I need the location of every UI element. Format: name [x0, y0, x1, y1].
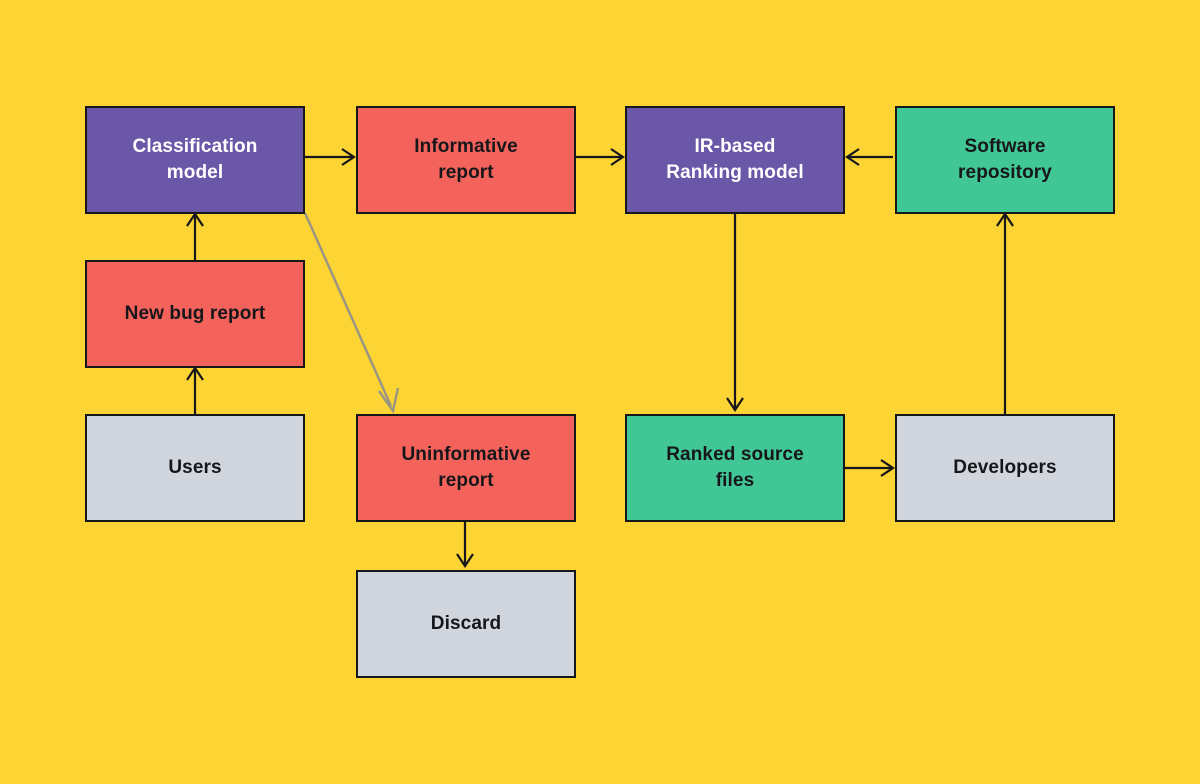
node-software-repository[interactable]: Software repository — [895, 106, 1115, 214]
edge-ir-ranking-model-to-ranked-source-files — [726, 214, 744, 412]
node-developers[interactable]: Developers — [895, 414, 1115, 522]
edge-uninformative-report-to-discard — [456, 522, 474, 568]
edge-software-repository-to-ir-ranking-model — [845, 148, 893, 166]
edge-ranked-source-files-to-developers — [845, 459, 895, 477]
node-discard[interactable]: Discard — [356, 570, 576, 678]
node-classification-model[interactable]: Classification model — [85, 106, 305, 214]
edge-new-bug-report-to-classification-model — [186, 212, 204, 260]
node-uninformative-report[interactable]: Uninformative report — [356, 414, 576, 522]
node-informative-report[interactable]: Informative report — [356, 106, 576, 214]
node-ir-based-ranking-model[interactable]: IR-based Ranking model — [625, 106, 845, 214]
node-users[interactable]: Users — [85, 414, 305, 522]
edge-classification-model-to-uninformative-report — [303, 212, 400, 414]
node-ranked-source-files[interactable]: Ranked source files — [625, 414, 845, 522]
edge-developers-to-software-repository — [996, 212, 1014, 414]
edge-classification-model-to-informative-report — [305, 148, 356, 166]
node-new-bug-report[interactable]: New bug report — [85, 260, 305, 368]
edge-users-to-new-bug-report — [186, 366, 204, 414]
edge-informative-report-to-ir-ranking-model — [576, 148, 625, 166]
